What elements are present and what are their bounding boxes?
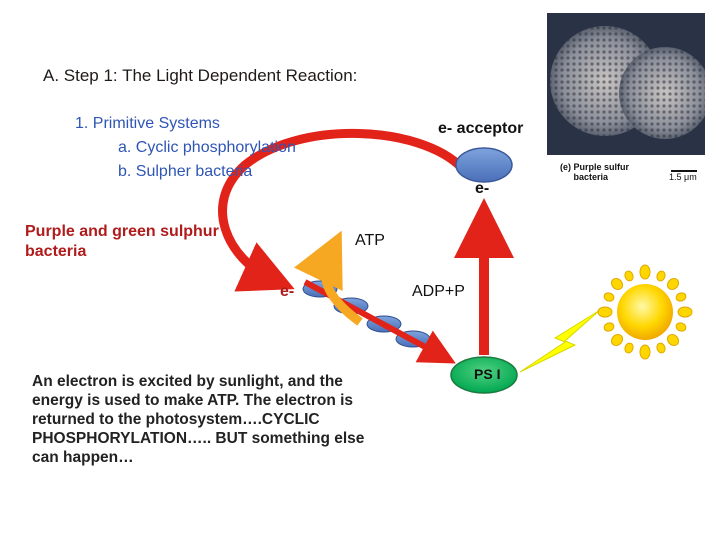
explanation-text: An electron is excited by sunlight, and … xyxy=(32,373,365,466)
photo-scale-label: 1.5 μm xyxy=(669,172,697,182)
electron-label-left: e- xyxy=(280,283,295,300)
ps1-label: PS I xyxy=(474,366,501,382)
bacteria-micrograph xyxy=(547,13,705,195)
electron-acceptor xyxy=(455,147,513,183)
caption-prefix: (e) xyxy=(560,162,571,172)
sun-icon xyxy=(597,264,693,360)
photosystem-1 xyxy=(450,356,518,394)
atp-arrow xyxy=(293,230,363,326)
atp-label: ATP xyxy=(355,232,385,249)
outline-item-primitive-systems: 1. Primitive Systems xyxy=(75,115,220,132)
adp-label: ADP+P xyxy=(412,283,465,300)
photo-caption: (e) Purple sulfur bacteria xyxy=(560,162,654,182)
acceptor-label: e- acceptor xyxy=(438,120,524,137)
cyclic-return-arrow xyxy=(218,129,466,292)
slide-title: A. Step 1: The Light Dependent Reaction: xyxy=(43,66,358,85)
caption-text: Purple sulfur bacteria xyxy=(573,162,630,182)
outline-item-cyclic: a. Cyclic phosphorylation xyxy=(118,139,296,156)
bacteria-note: Purple and green sulphur bacteria xyxy=(25,223,219,260)
outline-item-sulpher: b. Sulpher bacteria xyxy=(118,163,253,180)
lightning-bolt-icon xyxy=(519,309,601,373)
electron-label-top: e- xyxy=(475,180,490,197)
